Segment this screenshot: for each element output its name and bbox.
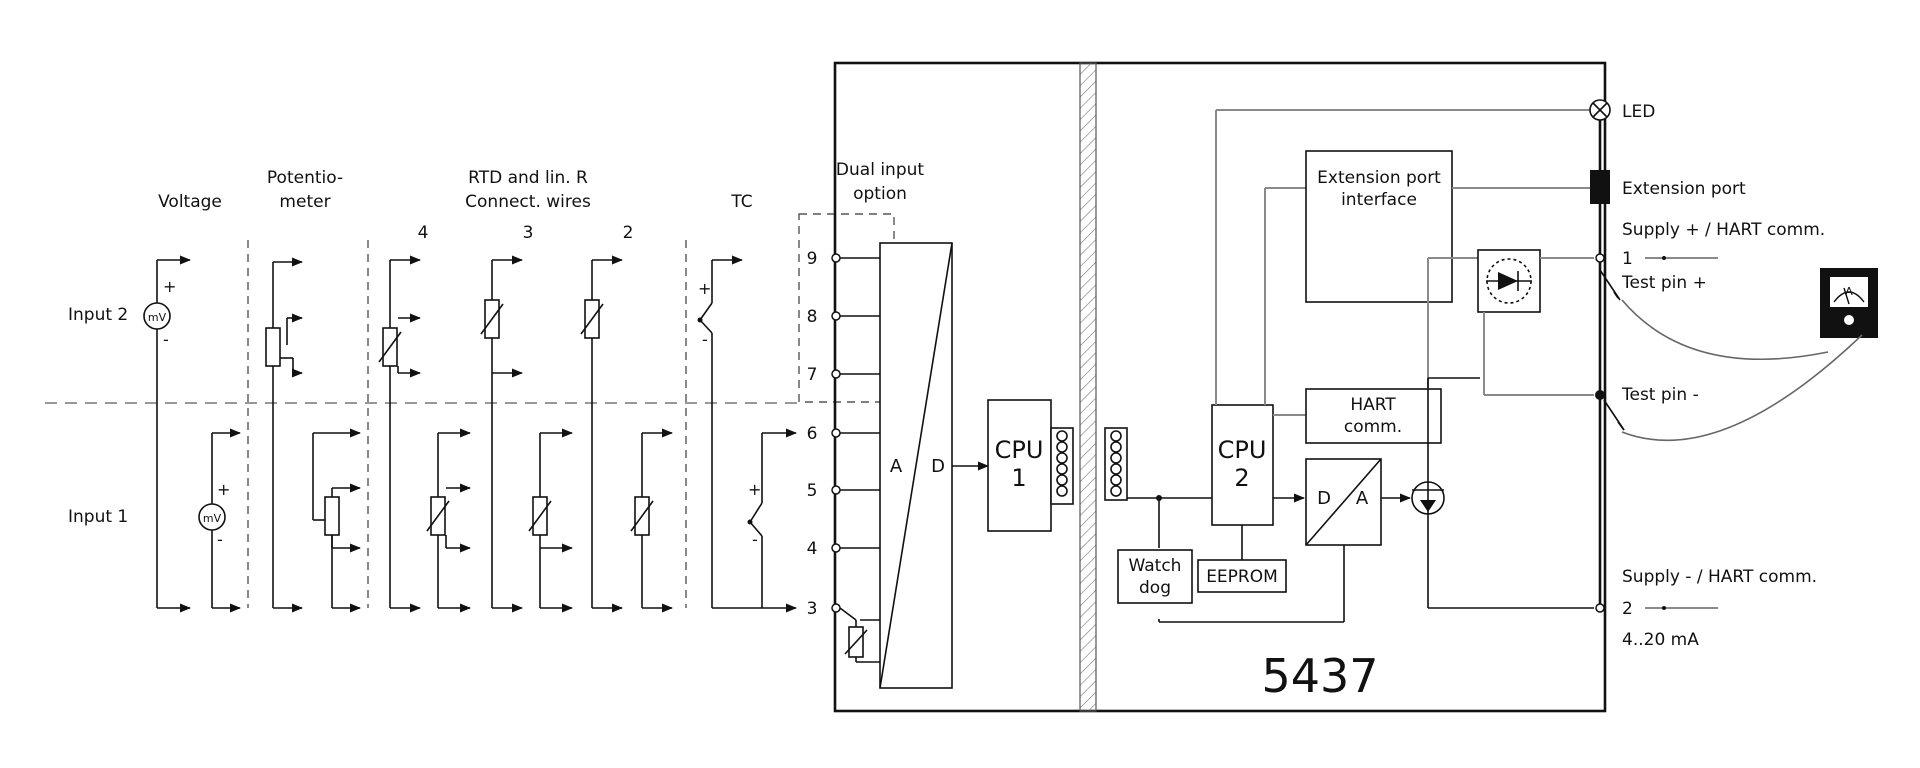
label-wires-3: 3 <box>523 223 534 243</box>
potentiometer-input1 <box>312 428 362 613</box>
current-source-icon <box>1411 377 1594 609</box>
cpu1-block <box>987 399 1052 532</box>
terminal-2 <box>1595 603 1605 613</box>
da-d-label: D <box>1317 488 1331 509</box>
hart-comm-block <box>1305 388 1442 444</box>
ammeter-icon <box>1621 268 1878 442</box>
potentiometer-input2 <box>265 257 304 613</box>
adc-a-label: A <box>890 456 903 477</box>
tc2-plus: + <box>698 279 711 298</box>
label-potentiometer-1: Potentio- <box>267 168 343 188</box>
terminal-7-label: 7 <box>807 365 818 385</box>
test-pin-minus-node <box>1595 390 1605 400</box>
voltage-input2: + - <box>143 255 192 608</box>
led-icon <box>1589 99 1611 121</box>
meter-a-label: A <box>1845 285 1853 298</box>
tc-input2: + - <box>697 255 744 608</box>
tc-input1: + - <box>712 428 798 613</box>
label-rtd-1: RTD and lin. R <box>468 168 588 188</box>
rtd-input1 <box>390 428 674 613</box>
terminal-5-label: 5 <box>807 481 818 501</box>
input-terminals <box>831 253 880 663</box>
cpu2-label-1: CPU <box>1218 436 1267 464</box>
tc1-plus: + <box>748 480 761 499</box>
voltage1-plus: + <box>217 480 230 499</box>
watchdog-block <box>1117 549 1193 604</box>
test-pin-minus-label: Test pin - <box>1621 385 1699 405</box>
transformer-coils <box>1050 427 1212 505</box>
label-wires-2: 2 <box>623 223 634 243</box>
terminal-1 <box>1595 253 1605 263</box>
watchdog-label-2: dog <box>1139 578 1171 598</box>
label-wires-4: 4 <box>418 223 429 243</box>
cpu2-label-2: 2 <box>1234 464 1249 492</box>
terminal-3-label: 3 <box>807 599 818 619</box>
label-input-1: Input 1 <box>68 507 128 527</box>
tc2-minus: - <box>702 330 708 349</box>
model-number: 5437 <box>1261 649 1378 703</box>
tc1-minus: - <box>752 530 758 549</box>
terminal-9-label: 9 <box>807 249 818 269</box>
test-pin-plus-label: Test pin + <box>1621 273 1707 293</box>
terminal-8-label: 8 <box>807 307 818 327</box>
voltage2-plus: + <box>163 277 176 296</box>
extension-port-connector <box>1590 170 1610 204</box>
da-converter <box>1305 458 1382 546</box>
supply-plus-label: Supply + / HART comm. <box>1622 220 1825 240</box>
mv-source-1-icon: mV <box>203 512 222 525</box>
terminal-2-label: 2 <box>1622 599 1633 619</box>
led-label: LED <box>1622 102 1655 122</box>
adc-d-label: D <box>931 456 945 477</box>
diode-icon <box>1477 249 1594 396</box>
mv-source-2-icon: mV <box>148 311 167 324</box>
terminal-4-label: 4 <box>807 539 818 559</box>
isolation-barrier <box>1079 62 1097 712</box>
eeprom-label: EEPROM <box>1206 567 1278 587</box>
voltage1-minus: - <box>217 530 223 549</box>
label-dual-input-1: Dual input <box>836 160 924 180</box>
voltage2-minus: - <box>163 330 169 349</box>
test-pin-minus-icon <box>1603 399 1625 431</box>
terminal-1-label: 1 <box>1622 249 1633 269</box>
eeprom-block <box>1197 559 1287 593</box>
device-enclosure <box>833 61 1607 713</box>
ext-interface-label-2: interface <box>1341 190 1417 210</box>
label-potentiometer-2: meter <box>279 192 330 212</box>
supply-minus-label: Supply - / HART comm. <box>1622 567 1817 587</box>
extension-port-label: Extension port <box>1622 179 1746 199</box>
watchdog-label-1: Watch <box>1129 556 1182 576</box>
rtd-input2 <box>378 255 624 608</box>
test-pin-plus-icon <box>1599 269 1621 301</box>
label-dual-input-2: option <box>853 184 907 204</box>
da-a-label: A <box>1356 488 1369 509</box>
ext-interface-label-1: Extension port <box>1317 168 1441 188</box>
voltage-input1: + - <box>157 428 242 613</box>
label-rtd-2: Connect. wires <box>465 192 591 212</box>
hart-label-1: HART <box>1350 395 1396 415</box>
label-tc: TC <box>730 192 752 212</box>
cpu1-label-2: 1 <box>1011 464 1026 492</box>
ad-converter <box>879 242 953 689</box>
terminal-6-label: 6 <box>807 424 818 444</box>
label-voltage: Voltage <box>158 192 222 212</box>
current-range-label: 4..20 mA <box>1622 630 1699 650</box>
label-input-2: Input 2 <box>68 305 128 325</box>
cpu2-block <box>1211 404 1274 526</box>
hart-label-2: comm. <box>1344 417 1402 437</box>
column-separators <box>247 240 687 608</box>
cpu1-label-1: CPU <box>995 436 1044 464</box>
